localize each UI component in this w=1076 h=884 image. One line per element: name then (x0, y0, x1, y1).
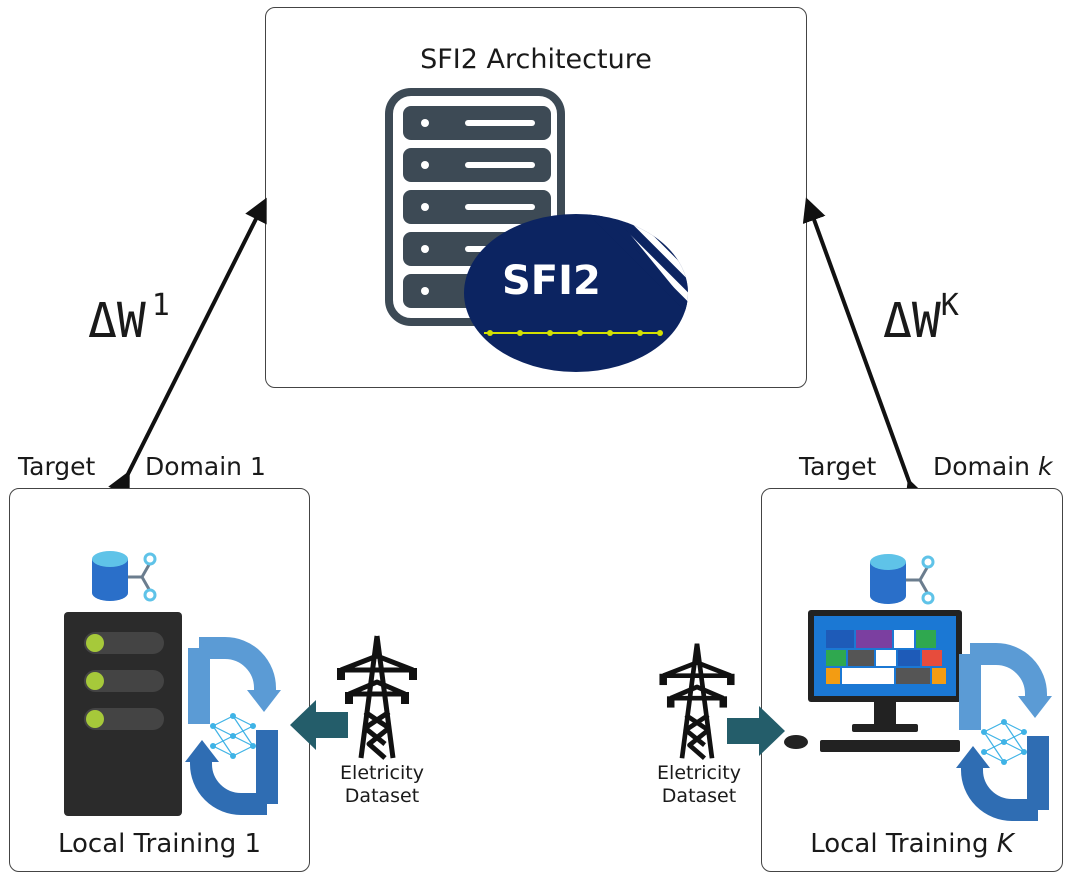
server-title: SFI2 Architecture (420, 44, 652, 75)
left-power-tower-icon (337, 635, 417, 760)
right-dataset-line2: Dataset (661, 785, 737, 807)
local-server-icon (64, 612, 182, 816)
right-data-arrow-icon (727, 706, 785, 756)
left-delta-sup: 1 (151, 288, 170, 323)
right-caption-var: K (996, 829, 1014, 859)
right-domain-prefix: Domain (933, 452, 1038, 481)
left-link-arrow (108, 197, 267, 498)
left-target-label: Target (18, 452, 96, 481)
right-training-loop-icon (956, 643, 1052, 821)
left-caption: Local Training 1 (57, 829, 262, 859)
right-domain-label: Domain k (933, 452, 1052, 481)
right-delta-label: ΔWK (883, 288, 959, 349)
left-domain-label: Domain 1 (145, 452, 266, 481)
right-power-tower-icon (659, 643, 735, 761)
right-domain-var: k (1037, 452, 1053, 481)
database-icon (92, 551, 157, 602)
left-data-arrow-icon (290, 700, 348, 750)
right-delta: ΔW (883, 293, 941, 349)
left-delta: ΔW (88, 293, 146, 349)
left-dataset-line1: Eletricity (340, 762, 424, 784)
right-delta-sup: K (940, 288, 959, 323)
sfi2-badge (464, 214, 688, 372)
desktop-computer-icon (784, 610, 962, 752)
left-training-loop-icon (185, 637, 281, 815)
right-dataset-line1: Eletricity (657, 762, 741, 784)
right-caption-prefix: Local Training (810, 829, 997, 859)
right-link-arrow (802, 197, 928, 506)
left-dataset-line2: Dataset (344, 785, 420, 807)
right-database-icon (870, 554, 935, 605)
sfi2-badge-label: SFI2 (502, 258, 601, 304)
right-caption: Local Training K (761, 829, 1063, 859)
server-rack-icon (385, 88, 565, 326)
right-target-label: Target (799, 452, 877, 481)
